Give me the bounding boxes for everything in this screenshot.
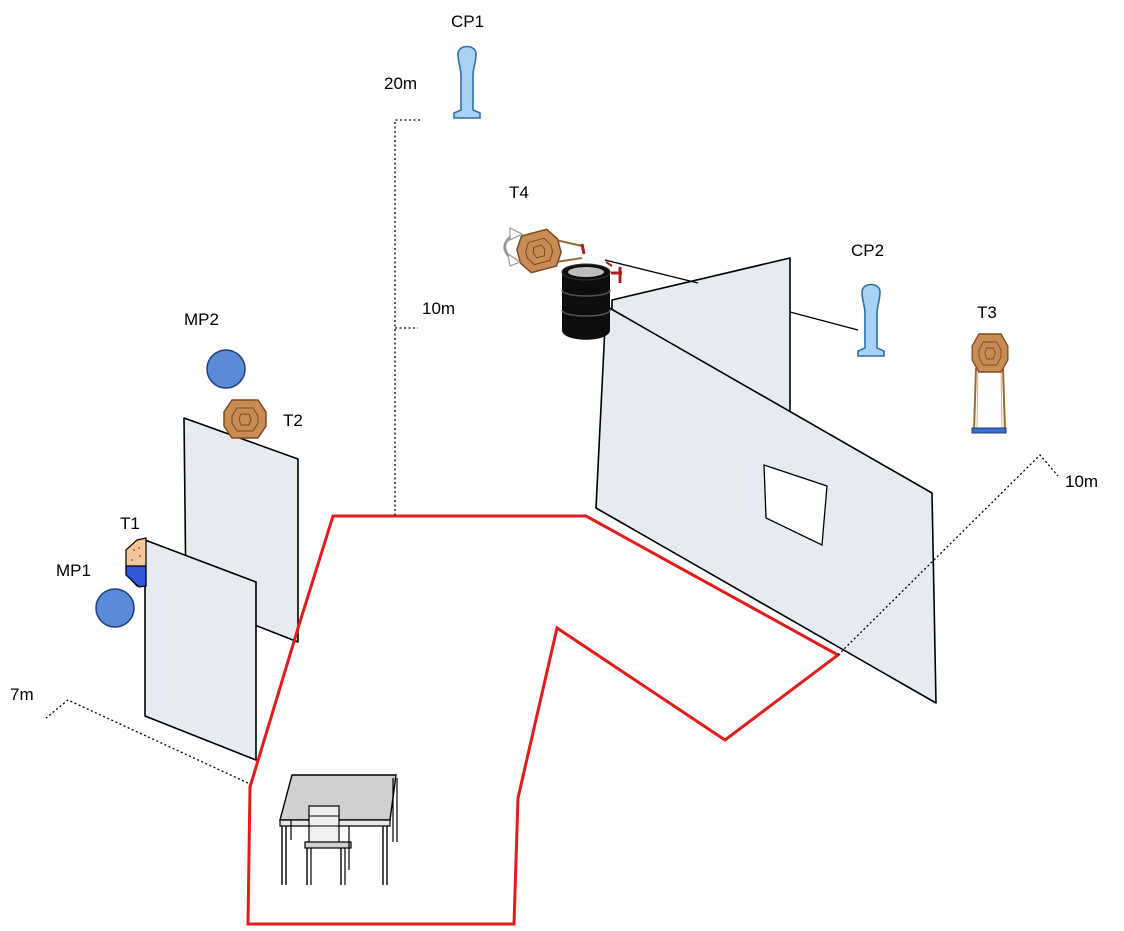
label-t3: T3 [977, 303, 997, 322]
label-t2: T2 [283, 411, 303, 430]
label-7m: 7m [10, 685, 34, 704]
cp2-wire [789, 311, 859, 331]
ipsc-target-icon [223, 399, 267, 439]
activator-wire [604, 259, 699, 284]
mini-popper-icon [95, 588, 135, 628]
label-t1: T1 [120, 514, 140, 533]
chair-icon [304, 805, 352, 885]
barrel-icon [561, 263, 611, 340]
no-shoot-silhouette-icon [453, 45, 481, 119]
no-shoot-silhouette-icon [857, 283, 885, 357]
label-10m-center: 10m [422, 299, 455, 318]
distance-line-20m [394, 119, 420, 516]
wall-panel-left-front [144, 539, 257, 761]
label-mp1: MP1 [56, 561, 91, 580]
ipsc-target-partial-icon [125, 537, 147, 588]
label-cp1: CP1 [451, 12, 484, 31]
label-20m: 20m [384, 74, 417, 93]
label-mp2: MP2 [184, 310, 219, 329]
label-10m-right: 10m [1065, 472, 1098, 491]
ipsc-target-stand-icon [971, 333, 1009, 434]
swinger-target-icon [513, 226, 622, 283]
label-cp2: CP2 [851, 241, 884, 260]
swing-arrow-icon [503, 227, 524, 267]
shooting-area-outline [246, 514, 841, 926]
distance-line-10m-right [837, 454, 1059, 656]
wall-port-window [763, 464, 828, 546]
distance-line-7m [45, 699, 249, 784]
mini-popper-icon [206, 349, 246, 389]
label-t4: T4 [509, 183, 529, 202]
